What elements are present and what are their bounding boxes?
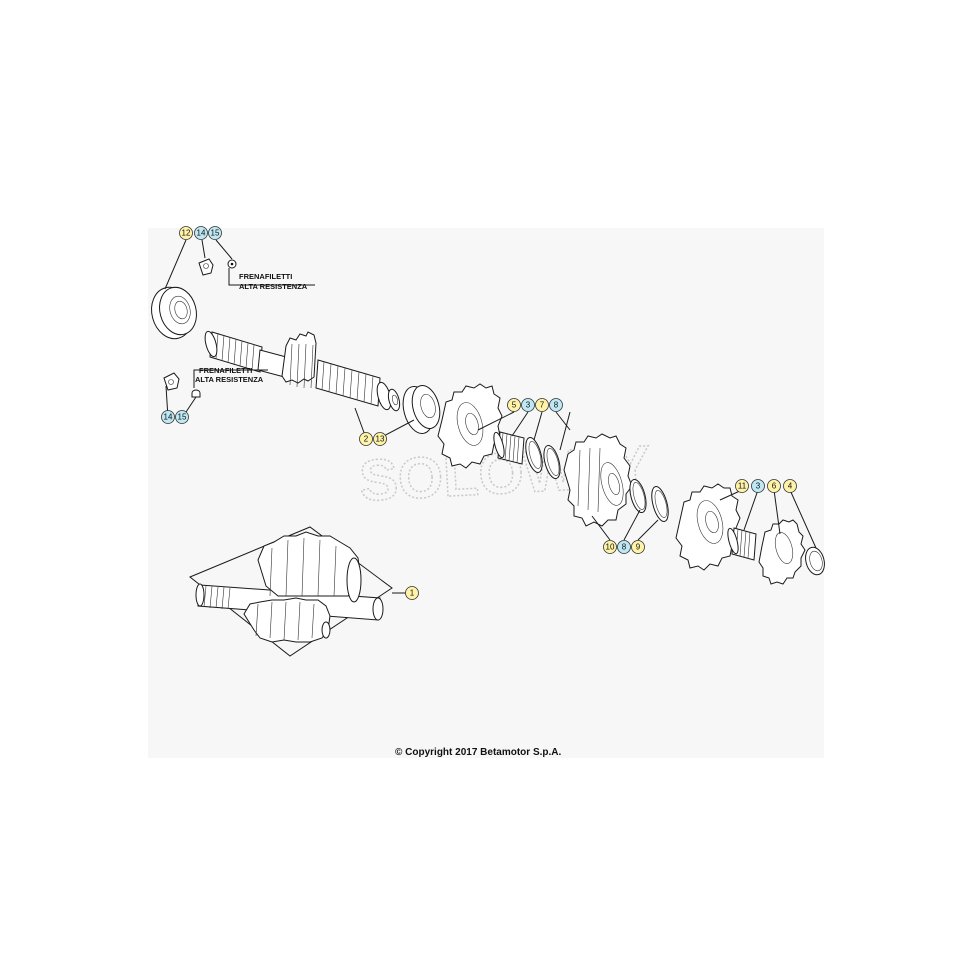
copyright-text: © Copyright 2017 Betamotor S.p.A. bbox=[395, 747, 562, 758]
part-15-screw-top bbox=[227, 259, 237, 269]
svg-text:13: 13 bbox=[376, 435, 385, 444]
part-15-screw-left bbox=[191, 389, 201, 398]
svg-text:8: 8 bbox=[554, 401, 559, 410]
part-2-main-shaft bbox=[204, 330, 401, 412]
svg-text:1: 1 bbox=[410, 589, 415, 598]
part-12-bearing bbox=[151, 286, 197, 340]
svg-text:12: 12 bbox=[182, 229, 191, 238]
svg-text:7: 7 bbox=[540, 401, 545, 410]
circlip-8-b bbox=[629, 478, 647, 514]
svg-text:10: 10 bbox=[606, 543, 615, 552]
callout-9: 9 bbox=[631, 540, 645, 554]
circlip-8-a bbox=[543, 444, 561, 480]
washer-7 bbox=[525, 437, 543, 473]
svg-text:11: 11 bbox=[738, 482, 747, 491]
note-left-line-2: ALTA RESISTENZA bbox=[195, 375, 264, 384]
callout-11: 11 bbox=[735, 479, 749, 493]
needle-bearing-b bbox=[727, 527, 757, 561]
callout-14: 14 bbox=[161, 410, 175, 424]
svg-text:3: 3 bbox=[756, 482, 761, 491]
svg-text:6: 6 bbox=[772, 482, 777, 491]
assembly-inset bbox=[189, 526, 393, 657]
callout-7: 7 bbox=[535, 398, 549, 412]
note-left: FRENAFILETTI ALTA RESISTENZA bbox=[195, 366, 264, 384]
callout-3: 3 bbox=[751, 479, 765, 493]
note-top-line-2: ALTA RESISTENZA bbox=[239, 282, 308, 291]
callout-5: 5 bbox=[507, 398, 521, 412]
part-11-gear bbox=[675, 483, 741, 571]
callout-12: 12 bbox=[179, 226, 193, 240]
callout-14: 14 bbox=[194, 226, 208, 240]
svg-text:2: 2 bbox=[364, 435, 369, 444]
gear-a bbox=[437, 383, 503, 469]
callout-3: 3 bbox=[521, 398, 535, 412]
callout-1: 1 bbox=[405, 586, 419, 600]
callout-15: 15 bbox=[175, 410, 189, 424]
note-top-line-1: FRENAFILETTI bbox=[239, 272, 292, 281]
svg-text:8: 8 bbox=[622, 543, 627, 552]
part-6-gear bbox=[758, 519, 806, 585]
svg-text:14: 14 bbox=[197, 229, 206, 238]
svg-text:14: 14 bbox=[164, 413, 173, 422]
svg-text:9: 9 bbox=[636, 543, 641, 552]
callout-4: 4 bbox=[783, 479, 797, 493]
washer-4 bbox=[805, 546, 825, 576]
callout-8: 8 bbox=[617, 540, 631, 554]
callout-13: 13 bbox=[373, 432, 387, 446]
washer-9 bbox=[651, 486, 669, 522]
svg-text:3: 3 bbox=[526, 401, 531, 410]
part-14-lock-plate-top bbox=[198, 258, 214, 276]
needle-bearing-a bbox=[493, 431, 525, 465]
callout-badges: 12 14 15 14 15 2 13 5 3 7 8 10 8 9 11 3 … bbox=[161, 226, 797, 600]
callout-15: 15 bbox=[208, 226, 222, 240]
note-top: FRENAFILETTI ALTA RESISTENZA bbox=[239, 272, 308, 291]
part-10-double-gear bbox=[563, 433, 633, 527]
callout-6: 6 bbox=[767, 479, 781, 493]
callout-10: 10 bbox=[603, 540, 617, 554]
part-14-lock-plate-left bbox=[163, 372, 180, 391]
svg-text:5: 5 bbox=[512, 401, 517, 410]
callout-2: 2 bbox=[359, 432, 373, 446]
svg-text:15: 15 bbox=[178, 413, 187, 422]
callout-8: 8 bbox=[549, 398, 563, 412]
note-left-line-1: FRENAFILETTI bbox=[199, 366, 252, 375]
svg-text:4: 4 bbox=[788, 482, 793, 491]
svg-text:15: 15 bbox=[211, 229, 220, 238]
